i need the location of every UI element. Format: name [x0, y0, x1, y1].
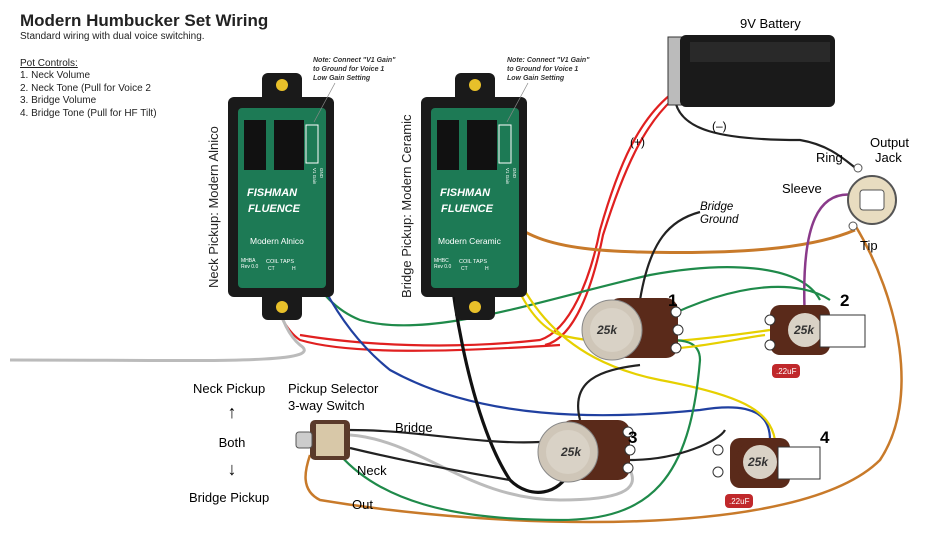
- wire-pot-jumper: [577, 363, 641, 421]
- bridge-gnd: GND: [512, 168, 517, 179]
- pot-4-value: 25k: [747, 455, 769, 469]
- pot-2: .22uF 25k 2: [764, 291, 866, 378]
- neck-pickup: FISHMAN FLUENCE Modern Alnico MHBA Rev 0…: [206, 57, 396, 320]
- wire-battery-plus: [299, 94, 671, 347]
- pot-control-item: 2. Neck Tone (Pull for Voice 2: [20, 82, 151, 94]
- bridge-rev: Rev 0.0: [434, 264, 451, 270]
- switch-wire-out-label: Out: [352, 497, 373, 512]
- neck-gnd: GND: [319, 168, 324, 179]
- jack-label-line1: Output: [870, 135, 909, 150]
- bridge-ground-label: Bridge: [700, 201, 733, 213]
- neck-note-line: Note: Connect "V1 Gain": [313, 57, 396, 64]
- jack-sleeve-label: Sleeve: [782, 181, 822, 196]
- pot-4-number: 4: [820, 428, 830, 447]
- pot-1-number: 1: [668, 291, 677, 310]
- wire-battery-minus: [673, 99, 859, 171]
- bridge-model: MHBC: [434, 258, 449, 264]
- pot-3: 25k 3: [537, 420, 637, 483]
- neck-rev: Rev 0.0: [241, 264, 258, 270]
- arrow-up-icon: ↑: [228, 402, 237, 422]
- bridge-brand-sublogo: FLUENCE: [441, 203, 494, 215]
- pot-4: .22uF 25k 4: [712, 428, 830, 508]
- wire-neck-green: [283, 179, 821, 327]
- wire-pot1-green: [659, 285, 831, 321]
- wire-pot-jumper-2: [629, 429, 726, 462]
- wire-switch-neck: [349, 446, 511, 482]
- pot-control-item: 4. Bridge Tone (Pull for HF Tilt): [20, 107, 157, 119]
- jack-label-line2: Jack: [875, 150, 902, 165]
- switch-title-line2: 3-way Switch: [288, 398, 365, 413]
- bridge-brand-logo: FISHMAN: [440, 187, 491, 199]
- switch-wire-neck-label: Neck: [357, 463, 387, 478]
- pot-control-item: 3. Bridge Volume: [20, 95, 97, 106]
- pot-controls-list: 1. Neck Volume 2. Neck Tone (Pull for Vo…: [20, 70, 157, 120]
- bridge-h: H: [485, 266, 489, 272]
- switch-title-line1: Pickup Selector: [288, 381, 379, 396]
- neck-pickup-name: Modern Alnico: [250, 236, 304, 246]
- pot-3-number: 3: [628, 428, 637, 447]
- bridge-pickup: FISHMAN FLUENCE Modern Ceramic MHBC Rev …: [399, 57, 590, 320]
- wire-switch-bridge: [349, 428, 541, 444]
- switch-pos-bridge: Bridge Pickup: [189, 490, 269, 505]
- wire-jack-tip-orange: [304, 224, 903, 524]
- pot-2-value: 25k: [793, 323, 815, 337]
- neck-note-line: Low Gain Setting: [313, 75, 371, 82]
- battery-minus-label: (–): [712, 119, 727, 133]
- pot-3-value: 25k: [560, 445, 582, 459]
- wire-switch-bridge-white: [349, 433, 634, 502]
- bridge-ct: CT: [461, 266, 468, 272]
- page-subtitle: Standard wiring with dual voice switchin…: [20, 31, 205, 42]
- neck-brand-logo: FISHMAN: [247, 187, 298, 199]
- pot-1-value: 25k: [596, 323, 618, 337]
- neck-brand-sublogo: FLUENCE: [248, 203, 301, 215]
- bridge-note-line: Low Gain Setting: [507, 75, 565, 82]
- output-jack: Output Jack Ring Sleeve Tip: [782, 135, 909, 253]
- bridge-v1gain: V1 Gain: [505, 168, 510, 185]
- jack-tip-label: Tip: [860, 238, 878, 253]
- pot-2-cap: .22uF: [776, 367, 797, 376]
- switch-pos-neck: Neck Pickup: [193, 381, 265, 396]
- neck-ct: CT: [268, 266, 275, 272]
- neck-coil-taps: COIL TAPS: [266, 259, 294, 265]
- wire-switch-green: [339, 338, 702, 522]
- switch-pos-both: Both: [219, 435, 246, 450]
- bridge-ground-label: Ground: [700, 214, 739, 226]
- switch-wire-bridge-label: Bridge: [395, 420, 433, 435]
- pot-controls-heading: Pot Controls:: [20, 58, 78, 69]
- wire-bridge-ground: [638, 210, 701, 301]
- neck-model: MHBA: [241, 258, 256, 264]
- bridge-coil-taps: COIL TAPS: [459, 259, 487, 265]
- pot-1: 25k 1: [581, 291, 684, 361]
- page-title: Modern Humbucker Set Wiring: [20, 11, 269, 30]
- neck-note-line: to Ground for Voice 1: [313, 66, 384, 73]
- neck-side-label: Neck Pickup: Modern Alnico: [206, 126, 221, 288]
- bridge-note-line: Note: Connect "V1 Gain": [507, 57, 590, 64]
- neck-h: H: [292, 266, 296, 272]
- battery-9v: 9V Battery (+) (–): [630, 16, 835, 149]
- neck-v1gain: V1 Gain: [312, 168, 317, 185]
- battery-label: 9V Battery: [740, 16, 801, 31]
- wire-battery-plus-2: [544, 99, 673, 347]
- arrow-down-icon: ↓: [228, 459, 237, 479]
- battery-plus-label: (+): [630, 135, 645, 149]
- bridge-note-line: to Ground for Voice 1: [507, 66, 578, 73]
- wire-jack-sleeve: [803, 193, 856, 321]
- pickup-selector-switch: Pickup Selector 3-way Switch Neck Pickup…: [189, 381, 433, 512]
- bridge-side-label: Bridge Pickup: Modern Ceramic: [399, 114, 414, 298]
- pot-4-cap: .22uF: [729, 497, 750, 506]
- pot-2-number: 2: [840, 291, 849, 310]
- bridge-pickup-name: Modern Ceramic: [438, 236, 502, 246]
- pot-control-item: 1. Neck Volume: [20, 70, 91, 81]
- jack-ring-label: Ring: [816, 150, 843, 165]
